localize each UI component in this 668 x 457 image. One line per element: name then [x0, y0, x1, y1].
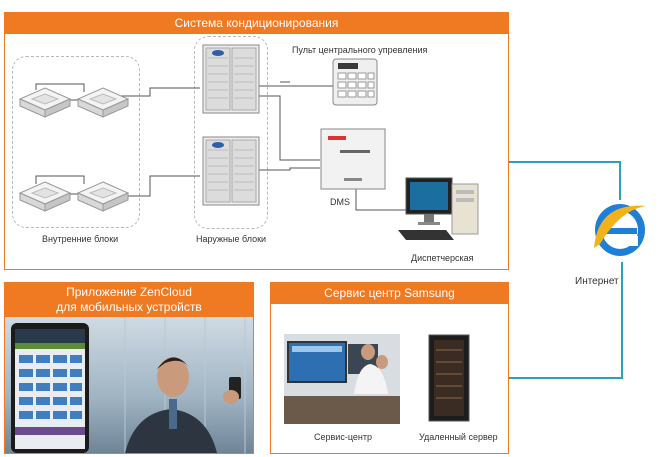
- indoor-units-label: Внутренние блоки: [42, 234, 119, 244]
- dms-label: DMS: [330, 197, 350, 207]
- indoor-unit-1: [18, 86, 72, 120]
- internet-icon: [590, 196, 650, 262]
- outdoor-unit-1: [202, 44, 260, 114]
- service-panel-title: Сервис центр Samsung: [271, 283, 508, 304]
- service-center-photo: [284, 334, 400, 424]
- dms-device: [320, 128, 386, 190]
- outdoor-units-label: Наружные блоки: [196, 234, 267, 244]
- indoor-unit-2: [76, 86, 130, 120]
- indoor-units-group: [12, 56, 140, 228]
- dispatcher-label: Диспетчерская: [411, 253, 474, 263]
- indoor-unit-4: [76, 180, 130, 214]
- service-center-label: Сервис-центр: [314, 432, 372, 442]
- phone-app-screenshot: [11, 323, 89, 453]
- outdoor-unit-2: [202, 136, 260, 206]
- hvac-panel-title: Система кондиционирования: [5, 13, 508, 34]
- central-controller-label: Пульт центрального упревления: [292, 45, 428, 55]
- zencloud-title-line1: Приложение ZenCloud: [66, 285, 192, 299]
- remote-server-label: Удаленный сервер: [419, 432, 498, 442]
- outdoor-units-group: [194, 36, 268, 229]
- zencloud-title-line2: для мобильных устройств: [56, 300, 202, 314]
- zencloud-panel-title: Приложение ZenCloud для мобильных устрой…: [5, 283, 253, 317]
- central-controller-device: [332, 58, 378, 106]
- remote-server-rack: [428, 334, 470, 422]
- dispatcher-pc: [396, 174, 488, 256]
- zencloud-panel: Приложение ZenCloud для мобильных устрой…: [4, 282, 254, 454]
- indoor-unit-3: [18, 180, 72, 214]
- internet-label: Интернет: [575, 276, 619, 287]
